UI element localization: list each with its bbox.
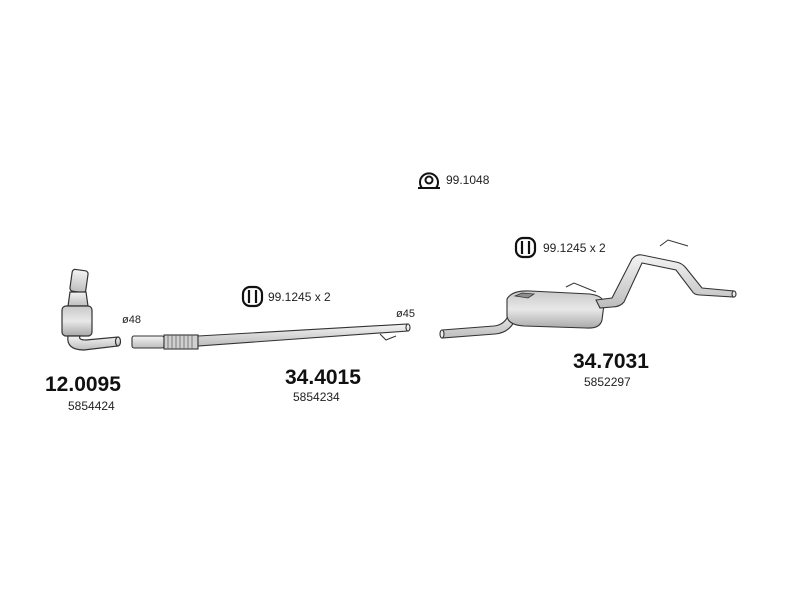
part-number-label: 34.4015	[285, 366, 361, 389]
rear-silencer	[439, 239, 737, 339]
part-number-label: 12.0095	[45, 373, 121, 396]
hanger-quantity-label: 99.1245 x 2	[543, 241, 606, 255]
clamp-icon	[418, 172, 440, 189]
oem-number-label: 5854234	[293, 390, 340, 404]
diameter-label: ø48	[122, 314, 141, 326]
clamp-part-number-label: 99.1048	[446, 173, 490, 187]
rubber-hanger-icon	[514, 236, 537, 259]
oem-number-label: 5854424	[68, 399, 115, 413]
diameter-label: ø45	[396, 308, 415, 320]
intermediate-pipe	[131, 323, 411, 350]
hanger-quantity-label: 99.1245 x 2	[268, 290, 331, 304]
rubber-hanger-icon	[241, 285, 264, 308]
catalytic-converter	[61, 268, 122, 351]
oem-number-label: 5852297	[584, 375, 631, 389]
part-number-label: 34.7031	[573, 350, 649, 373]
